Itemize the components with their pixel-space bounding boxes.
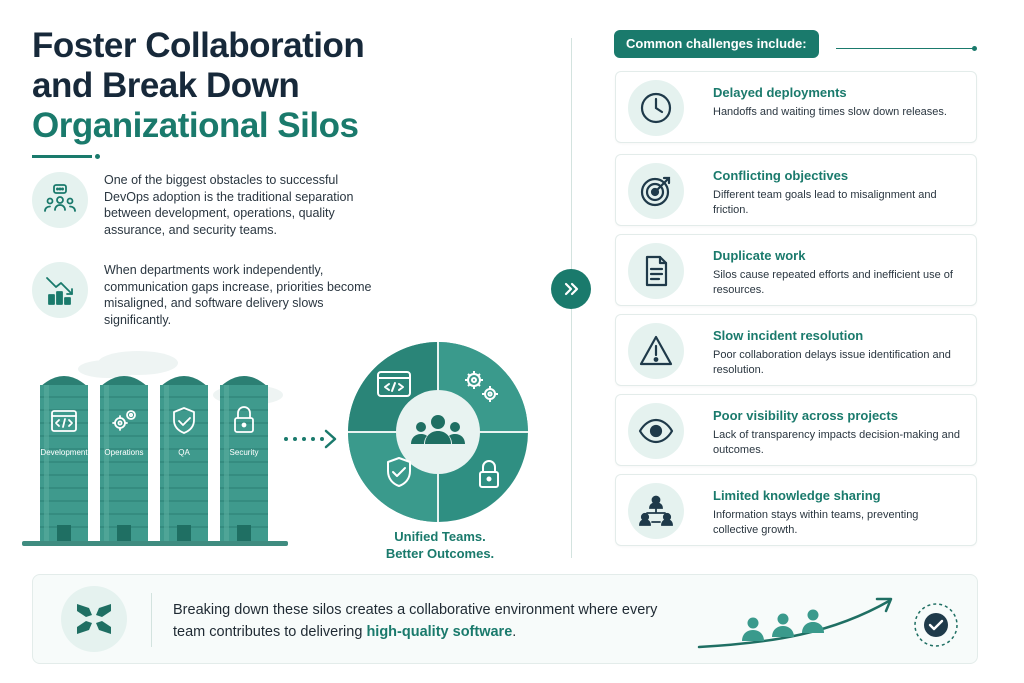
silo-development: Development — [40, 376, 88, 541]
unified-caption: Unified Teams. Better Outcomes. — [360, 528, 520, 562]
header-line — [836, 48, 974, 49]
challenge-desc: Poor collaboration delays issue identifi… — [713, 349, 951, 376]
silos-illustration: Development Operations QA Security — [22, 351, 288, 546]
shield-check-icon — [173, 407, 195, 434]
target-icon — [628, 163, 684, 219]
code-window-icon — [377, 371, 411, 397]
unified-line-1: Unified Teams. — [394, 529, 486, 544]
silo-security: Security — [220, 376, 268, 541]
challenge-title: Limited knowledge sharing — [713, 488, 881, 503]
dotted-arrow-icon — [284, 429, 337, 449]
intro-text-2: When departments work independently, com… — [104, 263, 372, 327]
unified-line-2: Better Outcomes. — [385, 546, 495, 561]
challenge-card-limited-knowledge-sharing: Limited knowledge sharing Information st… — [615, 474, 977, 546]
document-icon — [628, 243, 684, 299]
intro-text-1: One of the biggest obstacles to successf… — [104, 173, 354, 237]
banner-highlight: high-quality software — [366, 624, 513, 640]
eye-icon — [628, 403, 684, 459]
challenge-desc: Silos cause repeated efforts and ineffic… — [713, 269, 953, 296]
intro-item-1: One of the biggest obstacles to successf… — [32, 172, 382, 238]
silo-label: Security — [230, 448, 259, 457]
title-line-3: Organizational Silos — [32, 106, 359, 145]
chevrons-right-icon — [551, 269, 591, 309]
team-growth-icon — [697, 597, 958, 649]
challenge-title: Slow incident resolution — [713, 328, 864, 343]
banner-message: Breaking down these silos creates a coll… — [173, 599, 693, 643]
challenge-card-duplicate-work: Duplicate work Silos cause repeated effo… — [615, 234, 977, 306]
silo-label: Development — [40, 448, 88, 457]
code-window-icon — [51, 410, 77, 432]
challenge-card-slow-incident-resolution: Slow incident resolution Poor collaborat… — [615, 314, 977, 386]
collaborating-hands-icon — [61, 586, 127, 652]
silo-label: QA — [178, 448, 190, 457]
page-title: Foster Collaboration and Break Down Orga… — [32, 26, 452, 146]
bottom-banner: Breaking down these silos creates a coll… — [32, 574, 978, 664]
challenge-card-conflicting-objectives: Conflicting objectives Different team go… — [615, 154, 977, 226]
silo-operations: Operations — [100, 376, 148, 541]
shield-check-icon — [387, 457, 411, 487]
banner-text-after: . — [512, 624, 517, 640]
network-icon — [628, 483, 684, 539]
warning-icon — [628, 323, 684, 379]
challenges-header: Common challenges include: — [614, 30, 819, 58]
challenge-desc: Information stays within teams, preventi… — [713, 509, 919, 536]
silo-ground — [22, 541, 288, 546]
silo-qa: QA — [160, 376, 208, 541]
lock-icon — [234, 406, 254, 433]
team-chat-icon — [32, 172, 88, 228]
challenge-title: Delayed deployments — [713, 85, 847, 100]
lock-icon — [479, 460, 499, 488]
challenge-title: Conflicting objectives — [713, 168, 849, 183]
declining-chart-icon — [32, 262, 88, 318]
title-line-1: Foster Collaboration — [32, 26, 365, 65]
intro-item-2: When departments work independently, com… — [32, 262, 382, 328]
challenge-desc: Different team goals lead to misalignmen… — [713, 189, 937, 216]
header-line-dot — [972, 46, 977, 51]
clock-icon — [628, 80, 684, 136]
banner-separator — [151, 593, 152, 647]
title-underline-dot — [95, 154, 100, 159]
title-line-2: and Break Down — [32, 66, 300, 105]
check-badge-icon — [914, 603, 958, 647]
banner-text-before: Breaking down these silos creates a coll… — [173, 602, 658, 640]
challenge-desc: Lack of transparency impacts decision-ma… — [713, 429, 961, 456]
team-group-icon — [411, 415, 465, 444]
gears-icon — [112, 410, 136, 431]
gears-icon — [465, 371, 498, 402]
silo-label: Operations — [104, 448, 143, 457]
challenge-card-delayed-deployments: Delayed deployments Handoffs and waiting… — [615, 71, 977, 143]
challenge-desc: Handoffs and waiting times slow down rel… — [713, 106, 947, 118]
challenge-card-poor-visibility: Poor visibility across projects Lack of … — [615, 394, 977, 466]
challenge-title: Duplicate work — [713, 248, 806, 263]
challenge-title: Poor visibility across projects — [713, 408, 898, 423]
unified-teams-puzzle — [348, 342, 528, 522]
title-underline — [32, 155, 92, 158]
